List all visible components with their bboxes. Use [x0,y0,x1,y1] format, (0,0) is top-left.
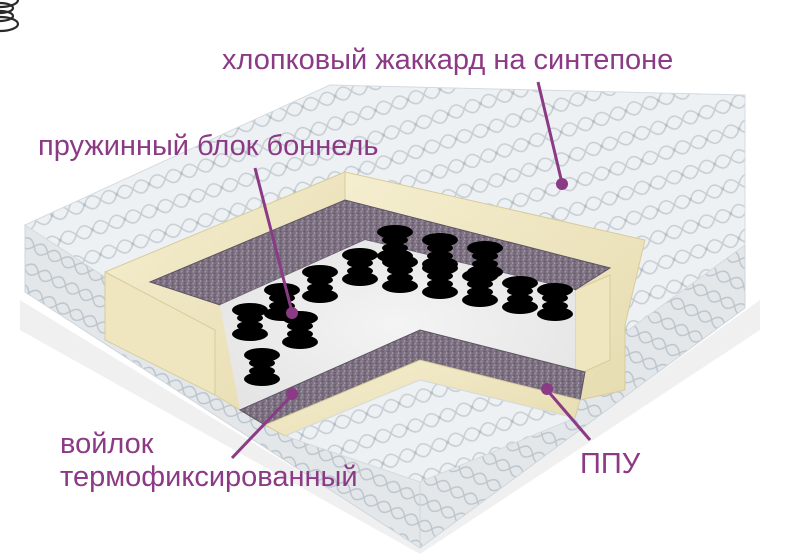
leader-lines [230,81,592,460]
foam-block-front [104,271,216,396]
mattress-shadow [20,300,760,554]
label-felt: войлок термофиксированный [60,428,358,494]
label-spring-block: пружинный блок боннель [38,130,379,162]
foam-block-right [574,274,611,377]
leader-dots [286,178,568,400]
label-foam: ППУ [580,448,641,480]
mattress-front-corner [283,379,577,483]
label-felt-line2: термофиксированный [60,461,358,493]
label-cover: хлопковый жаккард на синтепоне [222,44,674,76]
spring-coil [0,0,20,33]
label-felt-line1: войлок [60,428,154,460]
